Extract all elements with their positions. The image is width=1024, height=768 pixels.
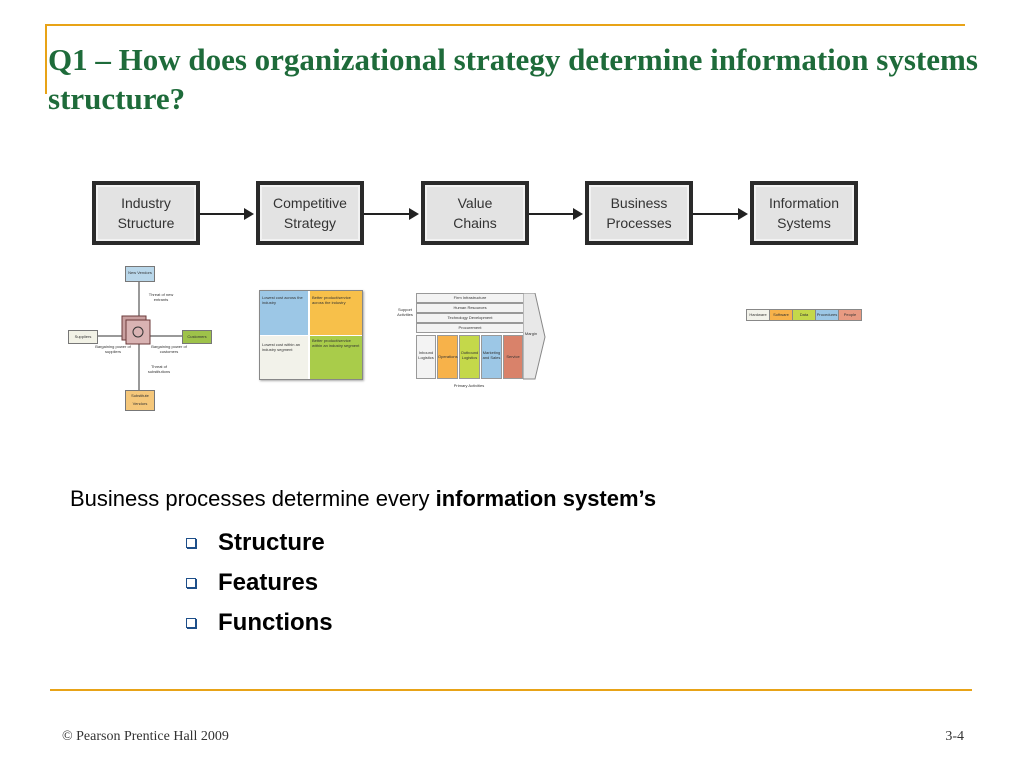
arrow-3 <box>529 208 583 220</box>
arrow-2 <box>364 208 419 220</box>
strategy-cell-1: Lowest cost across the industry <box>260 291 308 335</box>
footer-page-number: 3-4 <box>945 729 964 744</box>
page-title: Q1 – How does organizational strategy de… <box>48 42 978 116</box>
strategy-cell-3: Lowest cost within an industry segment <box>260 336 308 379</box>
bullet-text: Structure <box>218 529 325 556</box>
checkbox-bullet-icon <box>186 618 196 628</box>
vc-margin: Margin <box>524 331 538 336</box>
vc-primary: Inbound Logistics <box>416 335 436 379</box>
strategy-cell-4: Better product/service within an industr… <box>310 336 362 379</box>
ff-customers: Customers <box>182 330 212 344</box>
flow-box-business-processes: Business Processes <box>585 181 693 245</box>
is-component: People <box>838 309 862 321</box>
vc-primary-label: Primary Activities <box>453 383 485 388</box>
ff-substitute: Substitute Vendors <box>125 390 155 411</box>
vc-margin-arrow <box>523 293 546 380</box>
flow-label: Value Chains <box>453 195 497 231</box>
title-frame-top <box>45 24 965 26</box>
vc-primary: Marketing and Sales <box>481 335 502 379</box>
bullet-item: Functions <box>186 609 333 637</box>
ff-threat-sub: Threat of substitutions <box>147 364 171 374</box>
flow-label: Industry Structure <box>117 195 175 231</box>
body-lead-bold: information system’s <box>435 486 657 511</box>
five-forces-thumbnail: New Vendors Threat of new entrants Suppl… <box>64 262 214 412</box>
arrow-4 <box>693 208 748 220</box>
is-component: Data <box>792 309 816 321</box>
flow-box-competitive-strategy: Competitive Strategy <box>256 181 364 245</box>
title-frame-left <box>45 24 47 94</box>
ff-threat-new: Threat of new entrants <box>148 292 174 302</box>
flow-box-industry-structure: Industry Structure <box>92 181 200 245</box>
ff-bp-suppliers: Bargaining power of suppliers <box>95 344 131 354</box>
value-chain-thumbnail: Support Activities Firm Infrastructure H… <box>394 291 550 391</box>
flow-label: Business Processes <box>606 195 672 231</box>
bullet-text: Functions <box>218 609 333 636</box>
vc-row: Firm Infrastructure <box>416 293 524 303</box>
strategy-cell-2: Better product/service across the indust… <box>310 291 362 335</box>
ff-bp-customers: Bargaining power of customers <box>151 344 187 354</box>
vc-primary: Service <box>503 335 523 379</box>
checkbox-bullet-icon <box>186 538 196 548</box>
checkbox-bullet-icon <box>186 578 196 588</box>
ff-suppliers: Suppliers <box>68 330 98 344</box>
is-component: Procedures <box>815 309 839 321</box>
vc-primary: Operations <box>437 335 458 379</box>
is-component: Hardware <box>746 309 770 321</box>
strategy-grid-thumbnail: Lowest cost across the industry Better p… <box>259 290 363 380</box>
is-components-strip: Hardware Software Data Procedures People <box>746 309 862 321</box>
flow-label: Competitive Strategy <box>273 195 347 231</box>
vc-row: Technology Development <box>416 313 524 323</box>
flow-box-value-chains: Value Chains <box>421 181 529 245</box>
is-component: Software <box>769 309 793 321</box>
body-lead: Business processes determine every infor… <box>70 486 656 512</box>
vc-row: Human Resources <box>416 303 524 313</box>
flow-label: Information Systems <box>768 195 840 231</box>
ff-new-vendors: New Vendors <box>125 266 155 282</box>
footer-rule <box>50 689 972 691</box>
footer-copyright: © Pearson Prentice Hall 2009 <box>62 729 229 744</box>
arrow-1 <box>200 208 254 220</box>
bullet-item: Structure <box>186 529 325 557</box>
vc-support-label: Support Activities <box>397 307 413 317</box>
body-lead-text: Business processes determine every <box>70 486 436 511</box>
bullet-item: Features <box>186 569 318 597</box>
flow-box-information-systems: Information Systems <box>750 181 858 245</box>
bullet-text: Features <box>218 569 319 596</box>
vc-primary: Outbound Logistics <box>459 335 480 379</box>
vc-row: Procurement <box>416 323 524 333</box>
